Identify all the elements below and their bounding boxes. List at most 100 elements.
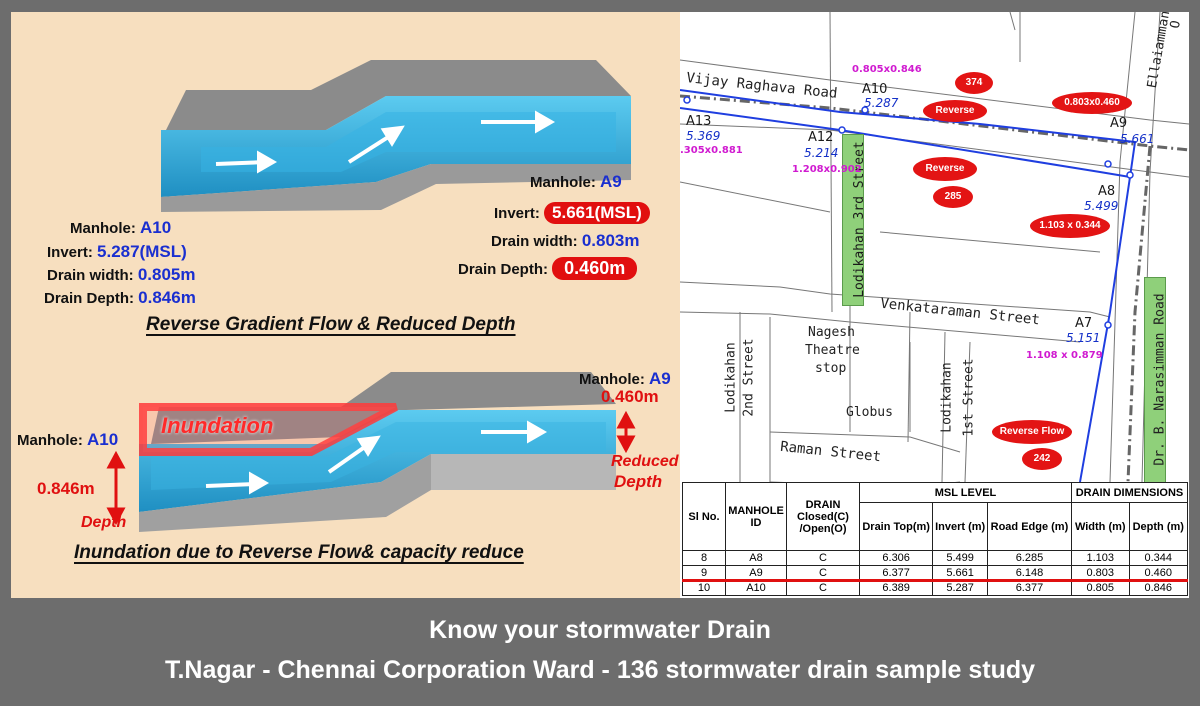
footer-subtitle: T.Nagar - Chennai Corporation Ward - 136…	[164, 656, 1036, 684]
manhole-id: A9	[649, 369, 671, 388]
depth-arrow-a10	[106, 450, 126, 526]
label-text: Drain Depth:	[44, 290, 134, 307]
table-cell: 0.805	[1070, 580, 1130, 596]
map-a13-id: A13	[686, 114, 712, 129]
manhole-id: A10	[140, 218, 172, 237]
top-a10-invert: Invert: 5.287(MSL)	[47, 242, 187, 262]
label-text: Drain width:	[47, 267, 134, 284]
drain-data-table: Sl No. MANHOLE ID DRAIN Closed(C) /Open(…	[682, 482, 1189, 596]
lodikahan-3rd-street-label-bg	[842, 134, 864, 306]
table-cell: C	[786, 580, 860, 596]
width-value: 0.805m	[137, 265, 196, 284]
badge-reverse-flow-3: Reverse Flow	[992, 420, 1072, 444]
table-cell: 5.661	[932, 565, 988, 581]
street-lodikahan-2nd-b: 2nd Street	[741, 338, 757, 417]
badge-242: 242	[1022, 448, 1062, 470]
street-lodikahan-1st-b: 1st Street	[961, 358, 977, 437]
col-invert: Invert (m)	[932, 502, 988, 551]
label-text: Manhole:	[530, 174, 596, 191]
top-a9-depth: Drain Depth: 0.460m	[458, 257, 638, 280]
map-a9-invert: 5.661	[1120, 132, 1155, 146]
table-cell: 0.803	[1070, 565, 1130, 581]
landmark-stop: stop	[815, 361, 847, 376]
table-cell: 6.306	[858, 550, 934, 566]
top-block-base	[161, 164, 631, 212]
map-a7-dim: 1.108 x 0.879	[1026, 350, 1103, 361]
street-lodikahan-1st-a: Lodikahan	[939, 362, 955, 433]
landmark-theatre: Theatre	[805, 343, 860, 358]
top-a9-width: Drain width: 0.803m	[491, 231, 640, 251]
map-a12-id: A12	[808, 130, 834, 145]
label-text: Drain Depth:	[458, 261, 548, 278]
col-depth: Depth (m)	[1128, 502, 1189, 551]
reduced-depth-label: Depth	[614, 472, 663, 491]
col-drain-dimensions: DRAIN DIMENSIONS	[1070, 482, 1189, 503]
map-a8-id: A8	[1098, 184, 1116, 199]
col-drain-type: DRAIN Closed(C) /Open(O)	[786, 482, 860, 551]
top-a9-invert: Invert: 5.661(MSL)	[494, 202, 650, 224]
badge-reverse-flow-1: Reverse Flow	[923, 100, 987, 138]
col-manhole: MANHOLE ID	[725, 482, 787, 551]
row-a9-highlight-line	[682, 579, 1188, 582]
map-a10-id: A10	[862, 82, 888, 97]
table-cell: 6.377	[986, 580, 1072, 596]
inundation-outline	[139, 403, 398, 456]
bottom-a10-manhole: Manhole: A10	[17, 430, 118, 450]
bottom-caption: Inundation due to Reverse Flow& capacity…	[74, 542, 524, 563]
table-cell: 6.285	[986, 550, 1072, 566]
map-a10-invert: 5.287	[864, 96, 899, 110]
table-cell: C	[786, 550, 860, 566]
width-value: 0.803m	[581, 231, 640, 250]
badge-a9-dim: 0.803x0.460	[1052, 92, 1132, 114]
col-msl-level: MSL LEVEL	[859, 482, 1072, 503]
reduced-label: Reduced	[611, 453, 679, 470]
map-a13-invert: 5.369	[686, 129, 721, 143]
map-a10-dim: 0.805x0.846	[852, 64, 922, 75]
table-cell: 1.103	[1070, 550, 1130, 566]
table-cell: 0.846	[1128, 580, 1189, 596]
depth-value: 0.460m	[552, 257, 638, 280]
table-cell: 8	[682, 550, 726, 566]
table-cell: 0.344	[1128, 550, 1189, 566]
top-block-surface	[166, 60, 631, 130]
invert-value: 5.287(MSL)	[97, 242, 187, 261]
top-a10-depth: Drain Depth: 0.846m	[44, 288, 196, 308]
top-a10-width: Drain width: 0.805m	[47, 265, 196, 285]
depth-label: Depth	[81, 514, 127, 531]
landmark-globus: Globus	[846, 405, 893, 420]
map-a7-id: A7	[1075, 316, 1093, 331]
label-text: Drain width:	[491, 233, 578, 250]
table-cell: A10	[725, 580, 787, 596]
badge-285: 285	[933, 186, 973, 208]
bottom-a10-depth: 0.846m	[37, 479, 95, 498]
bottom-a9-depth: 0.460m	[601, 387, 659, 406]
table-cell: 6.389	[858, 580, 934, 596]
manhole-id: A9	[600, 172, 622, 191]
flow-arrows-top	[215, 110, 556, 174]
map-a9-id: A9	[1110, 116, 1128, 131]
map-a7-invert: 5.151	[1066, 331, 1101, 345]
map-a12-invert: 5.214	[804, 146, 839, 160]
label-text: Invert:	[47, 244, 93, 261]
col-width: Width (m)	[1070, 502, 1130, 551]
manhole-id: A10	[87, 430, 119, 449]
street-lodikahan-2nd-a: Lodikahan	[723, 342, 739, 413]
depth-value: 0.846m	[138, 288, 196, 307]
map-a8-invert: 5.499	[1084, 199, 1119, 213]
badge-374: 374	[955, 72, 993, 94]
table-cell: 10	[682, 580, 726, 596]
label-text: Manhole:	[70, 220, 136, 237]
table-cell: A8	[725, 550, 787, 566]
depth-arrow-a9	[616, 410, 636, 454]
label-text: Manhole:	[17, 432, 83, 449]
drain-3d-illustrations	[106, 60, 636, 532]
table-cell: 5.287	[932, 580, 988, 596]
label-text: Invert:	[494, 205, 540, 222]
street-narasimman: Dr. B. Narasimman Road	[1152, 293, 1168, 466]
flow-arrows-bottom	[205, 420, 548, 495]
footer: Know your stormwater Drain T.Nagar - Che…	[0, 600, 1200, 706]
top-caption: Reverse Gradient Flow & Reduced Depth	[146, 314, 516, 335]
